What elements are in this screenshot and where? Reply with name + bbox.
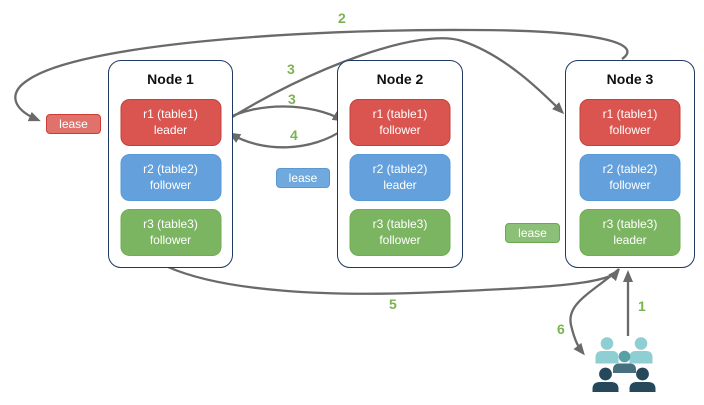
- replica-role-label: leader: [383, 177, 417, 192]
- arrow-step-3-to-node2: [223, 105, 345, 122]
- replica-range-label: r2 (table2): [602, 161, 658, 176]
- arrow-step-5-to-node3: [167, 265, 620, 295]
- step-label-6: 6: [557, 321, 565, 337]
- users-group-icon: [592, 337, 656, 392]
- replica-role-label: leader: [613, 232, 647, 247]
- node-1-replica-r2: r2 (table2) follower: [120, 154, 221, 201]
- step-label-1: 1: [638, 298, 646, 314]
- step-label-4: 4: [290, 127, 298, 143]
- replica-role-label: follower: [609, 177, 651, 192]
- replica-range-label: r3 (table3): [143, 216, 198, 231]
- lease-badge-green: lease: [505, 223, 560, 243]
- node-3-replica-r3: r3 (table3) leader: [579, 209, 681, 256]
- node-3: Node 3 r1 (table1) follower r2 (table2) …: [565, 60, 695, 268]
- replica-range-label: r3 (table3): [602, 216, 658, 231]
- step-label-5: 5: [389, 296, 397, 312]
- replica-range-label: r1 (table1): [372, 106, 428, 121]
- lease-badge-red: lease: [46, 114, 101, 134]
- replica-role-label: leader: [153, 122, 188, 137]
- step-label-3a: 3: [287, 61, 295, 77]
- node-2-replica-r3: r3 (table3) follower: [349, 209, 451, 256]
- node-3-replica-r2: r2 (table2) follower: [579, 154, 681, 201]
- node-1-title: Node 1: [147, 71, 194, 87]
- node-3-replica-r1: r1 (table1) follower: [579, 99, 681, 146]
- replica-range-label: r2 (table2): [143, 161, 198, 176]
- node-3-title: Node 3: [606, 71, 654, 87]
- replica-range-label: r1 (table1): [602, 106, 658, 121]
- node-1: Node 1 r1 (table1) leader r2 (table2) fo…: [108, 60, 233, 268]
- replica-role-label: follower: [379, 122, 421, 137]
- replica-range-label: r3 (table3): [372, 216, 428, 231]
- node-2-replica-r1: r1 (table1) follower: [349, 99, 451, 146]
- node-2: Node 2 r1 (table1) follower r2 (table2) …: [337, 60, 463, 268]
- replica-role-label: follower: [149, 232, 192, 247]
- node-2-replica-r2: r2 (table2) leader: [349, 154, 451, 201]
- replica-role-label: follower: [149, 177, 192, 192]
- replica-range-label: r1 (table1): [143, 106, 198, 121]
- replica-range-label: r2 (table2): [372, 161, 428, 176]
- node-2-title: Node 2: [376, 71, 424, 87]
- arrow-step-4-to-node1: [228, 128, 345, 149]
- replica-role-label: follower: [609, 122, 651, 137]
- step-label-2: 2: [338, 10, 346, 26]
- step-label-3b: 3: [288, 91, 296, 107]
- node-1-replica-r1: r1 (table1) leader: [120, 99, 221, 146]
- node-1-replica-r3: r3 (table3) follower: [120, 209, 221, 256]
- lease-badge-blue: lease: [276, 168, 330, 188]
- replica-role-label: follower: [379, 232, 421, 247]
